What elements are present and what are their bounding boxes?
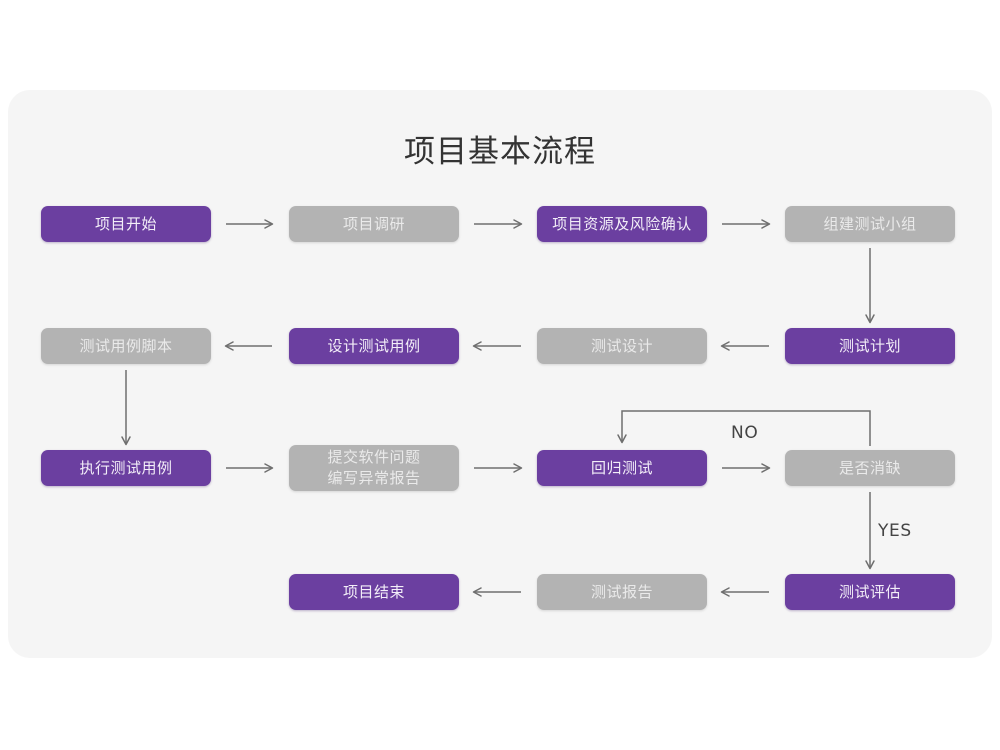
node-submit-defect-report[interactable]: 提交软件问题 编写异常报告	[289, 445, 459, 491]
edge-label-no: NO	[731, 423, 759, 443]
edge-label-yes: YES	[878, 521, 912, 541]
node-defect-resolved-decision[interactable]: 是否消缺	[785, 450, 955, 486]
node-test-report[interactable]: 测试报告	[537, 574, 707, 610]
node-resource-risk-confirm[interactable]: 项目资源及风险确认	[537, 206, 707, 242]
node-test-case-script[interactable]: 测试用例脚本	[41, 328, 211, 364]
node-project-start[interactable]: 项目开始	[41, 206, 211, 242]
node-test-design[interactable]: 测试设计	[537, 328, 707, 364]
node-regression-test[interactable]: 回归测试	[537, 450, 707, 486]
node-test-evaluation[interactable]: 测试评估	[785, 574, 955, 610]
node-execute-test-cases[interactable]: 执行测试用例	[41, 450, 211, 486]
page-title: 项目基本流程	[404, 134, 596, 170]
node-test-plan[interactable]: 测试计划	[785, 328, 955, 364]
diagram-card	[8, 90, 992, 658]
node-project-research[interactable]: 项目调研	[289, 206, 459, 242]
node-form-test-team[interactable]: 组建测试小组	[785, 206, 955, 242]
node-design-test-cases[interactable]: 设计测试用例	[289, 328, 459, 364]
node-project-end[interactable]: 项目结束	[289, 574, 459, 610]
